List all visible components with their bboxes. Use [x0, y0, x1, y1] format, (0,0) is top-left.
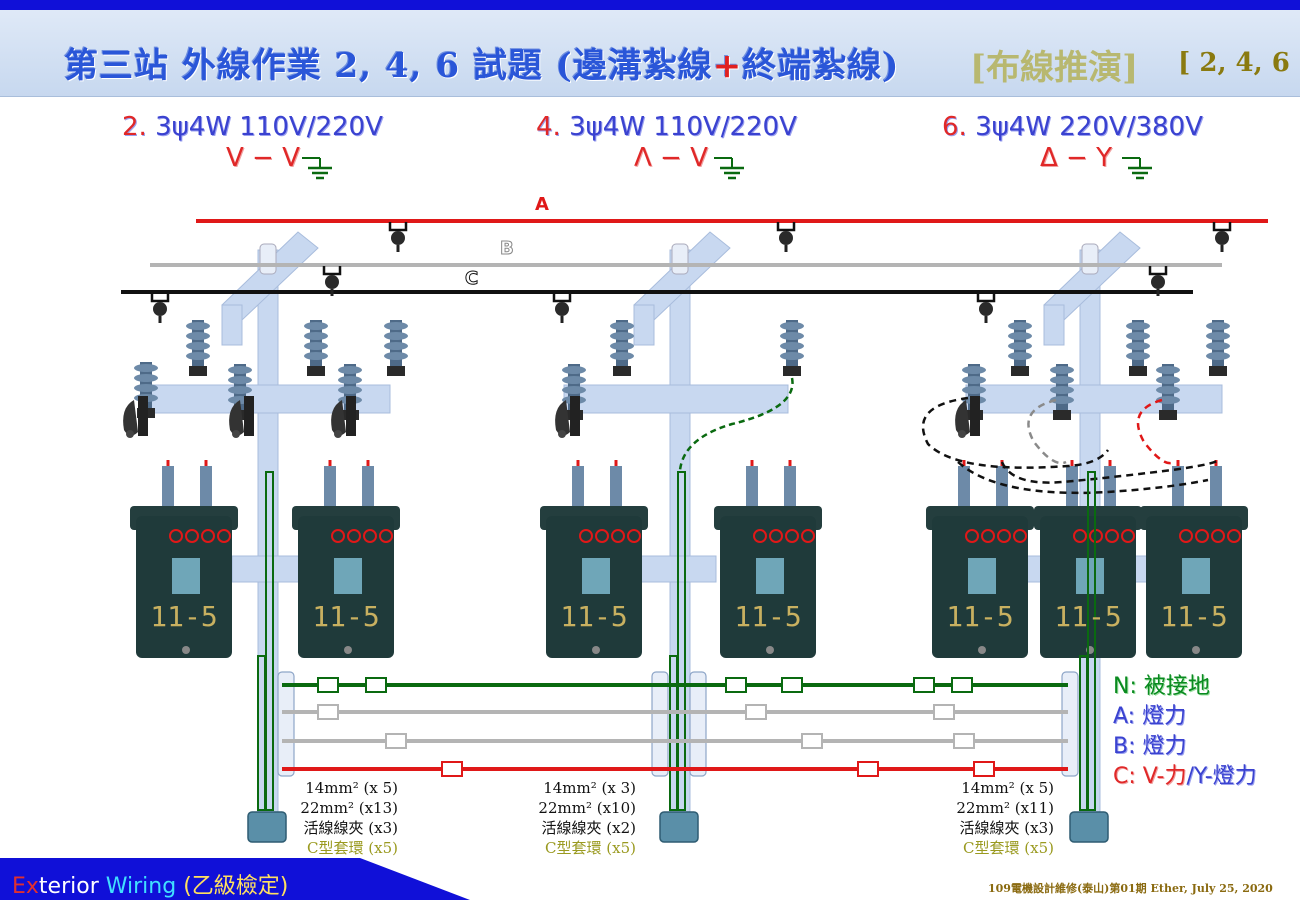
line-b-label: B	[500, 238, 515, 260]
transformer-label: 11-5	[734, 600, 802, 633]
system-2-header: 2. 3ψ4W 110V/220V	[122, 112, 383, 142]
legend-c: C: V-力/Y-燈力	[1113, 764, 1257, 789]
system-2-connection: V − V	[226, 143, 300, 173]
materials-system-6: 14mm² (x 5)22mm² (x11)活線線夾 (x3)C型套環 (x5)	[956, 779, 1054, 857]
transformer-label: 11-5	[1054, 600, 1122, 633]
wiring-deduction-label: [布線推演]	[970, 48, 1139, 88]
system-6-header: 6. 3ψ4W 220V/380V	[942, 112, 1203, 142]
line-c-label: C	[464, 268, 479, 290]
legend-b: B: 燈力	[1113, 734, 1187, 759]
materials-system-2: 14mm² (x 5)22mm² (x13)活線線夾 (x3)C型套環 (x5)	[300, 779, 398, 857]
system-4-header: 4. 3ψ4W 110V/220V	[536, 112, 797, 142]
transformer-label: 11-5	[312, 600, 380, 633]
top-accent-bar	[0, 0, 1300, 10]
wire-legend: N: 被接地 A: 燈力 B: 燈力 C: V-力/Y-燈力	[1113, 672, 1257, 792]
materials-system-4: 14mm² (x 3)22mm² (x10)活線線夾 (x2)C型套環 (x5)	[538, 779, 636, 857]
legend-a: A: 燈力	[1113, 704, 1187, 729]
page-title: 第三站 外線作業 2, 4, 6 試題 (邊溝紮線+終端紮線)	[64, 46, 900, 86]
transformer-label: 11-5	[1160, 600, 1228, 633]
legend-neutral: N: 被接地	[1113, 674, 1210, 699]
item-numbers: [ 2, 4, 6 ]	[1178, 48, 1300, 78]
system-6-connection: Δ − Y	[1040, 143, 1112, 173]
transformer-label: 11-5	[560, 600, 628, 633]
transformer-label: 11-5	[150, 600, 218, 633]
transformer-label: 11-5	[946, 600, 1014, 633]
footer-credit: 109電機設計維修(泰山)第01期 Ether, July 25, 2020	[988, 882, 1273, 895]
line-a-label: A	[535, 194, 549, 215]
system-4-connection: Λ − V	[634, 143, 708, 173]
title-bar	[0, 10, 1300, 97]
exterior-wiring-label: Exterior Wiring (乙級檢定)	[12, 874, 289, 899]
